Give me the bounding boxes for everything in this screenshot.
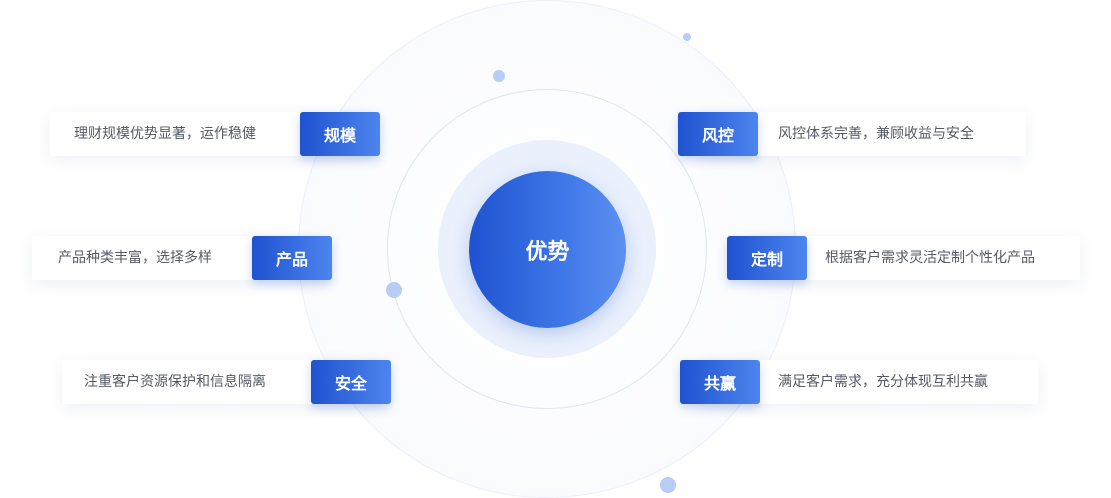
advantage-desc: 产品种类丰富，选择多样 [58,250,212,266]
advantage-tag-customization: 定制 [727,236,807,280]
decor-dot-left [386,282,402,298]
advantage-desc: 理财规模优势显著，运作稳健 [74,126,256,142]
advantage-tag-risk-control: 风控 [678,112,758,156]
advantage-desc: 根据客户需求灵活定制个性化产品 [825,250,1035,266]
decor-dot-top-right [683,33,691,41]
advantage-desc: 满足客户需求，充分体现互利共赢 [778,374,988,390]
center-label: 优势 [525,239,570,265]
advantage-desc: 注重客户资源保护和信息隔离 [84,374,266,390]
decor-dot-bottom [660,477,676,493]
decor-dot-top [493,70,505,82]
advantage-desc: 风控体系完善，兼顾收益与安全 [778,126,974,142]
advantage-tag-security: 安全 [311,360,391,404]
center-advantage-circle: 优势 [469,171,626,328]
advantage-tag-win-win: 共赢 [680,360,760,404]
middle-ring [387,89,707,409]
advantage-tag-product: 产品 [252,236,332,280]
advantage-tag-scale: 规模 [300,112,380,156]
